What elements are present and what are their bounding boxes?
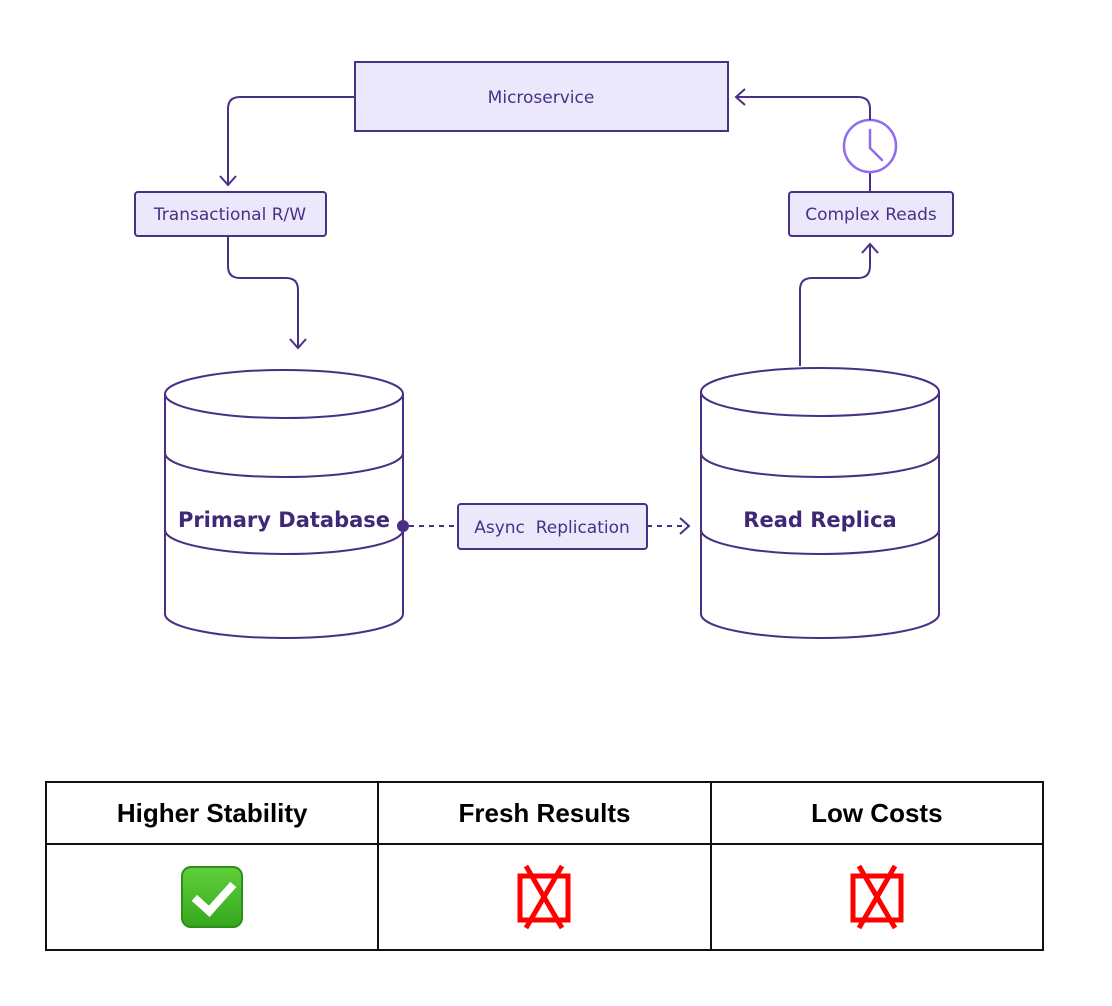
header-higher-stability: Higher Stability xyxy=(44,781,380,845)
cell-low-costs xyxy=(709,843,1045,951)
primary-database-node[interactable]: Primary Database xyxy=(164,369,404,639)
cross-mark-icon xyxy=(517,864,571,930)
architecture-diagram: Microservice Transactional R/W Primary D… xyxy=(134,61,954,639)
table-row xyxy=(44,843,1045,951)
async-replication-label: Async Replication xyxy=(474,518,630,538)
header-fresh-results: Fresh Results xyxy=(377,781,712,845)
check-mark-icon xyxy=(181,866,244,928)
microservice-label: Microservice xyxy=(488,88,595,108)
arrowhead-right-icon xyxy=(679,517,691,535)
comparison-table: Higher Stability Fresh Results Low Costs xyxy=(44,781,1045,951)
async-replication-node[interactable]: Async Replication xyxy=(457,503,648,550)
primary-database-label: Primary Database xyxy=(178,508,390,532)
microservice-to-transactional-arrow xyxy=(227,96,355,184)
replica-to-complex-arrow xyxy=(799,245,871,366)
cross-mark-icon xyxy=(850,864,904,930)
read-replica-label: Read Replica xyxy=(743,508,896,532)
transactional-to-primary-arrow xyxy=(227,236,299,347)
arrowhead-left-icon xyxy=(734,88,746,106)
cylinder-band xyxy=(164,452,404,478)
arrowhead-down-icon xyxy=(219,175,237,187)
complex-reads-label: Complex Reads xyxy=(805,205,937,225)
arrowhead-down-icon xyxy=(289,338,307,350)
complex-reads-node[interactable]: Complex Reads xyxy=(788,191,954,237)
database-cylinder-icon xyxy=(700,392,940,639)
microservice-node[interactable]: Microservice xyxy=(354,61,729,132)
cell-fresh-results xyxy=(377,843,712,951)
cell-higher-stability xyxy=(44,843,380,951)
read-replica-node[interactable]: Read Replica xyxy=(700,367,940,639)
connector-dot-icon xyxy=(397,520,409,532)
cylinder-top xyxy=(164,369,404,419)
arrowhead-up-icon xyxy=(861,242,879,254)
clock-icon xyxy=(842,118,898,174)
table-header-row: Higher Stability Fresh Results Low Costs xyxy=(44,781,1045,845)
cylinder-band xyxy=(700,452,940,478)
clock-to-microservice-arrow xyxy=(737,96,871,120)
database-cylinder-icon xyxy=(164,394,404,639)
cylinder-band xyxy=(164,529,404,555)
transactional-rw-label: Transactional R/W xyxy=(153,205,306,225)
cylinder-top xyxy=(700,367,940,417)
header-low-costs: Low Costs xyxy=(709,781,1045,845)
transactional-rw-node[interactable]: Transactional R/W xyxy=(134,191,327,237)
cylinder-band xyxy=(700,529,940,555)
